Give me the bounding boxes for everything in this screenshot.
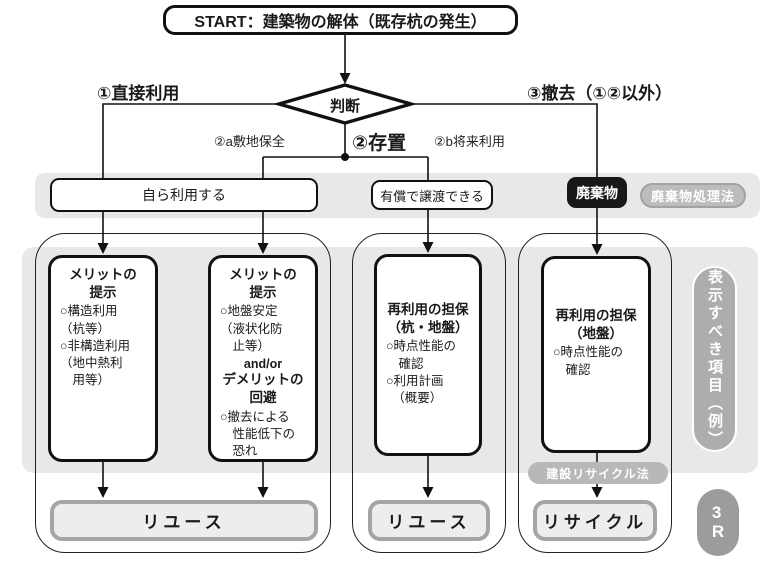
merit-demerit-box: メリットの 提示 ○地盤安定 （液状化防 止等） and/or デメリットの 回… bbox=[208, 255, 318, 462]
reuse-guarantee-pile-ground-box: 再利用の担保 （杭・地盤） ○時点性能の 確認 ○利用計画 （概要） bbox=[374, 254, 482, 456]
box2-heading-merit: メリットの 提示 bbox=[229, 267, 297, 301]
display-items-vertical-label: 表示すべき項目（例） bbox=[706, 269, 723, 449]
waste-disposal-law-badge: 廃棄物処理法 bbox=[640, 183, 746, 208]
box4-heading: 再利用の担保 （地盤） bbox=[555, 308, 637, 342]
self-use-node: 自ら利用する bbox=[50, 178, 318, 212]
outcome-reuse-2: リユース bbox=[368, 500, 490, 541]
box1-items: ○構造利用 （杭等） ○非構造利用 （地中熱利 用等） bbox=[60, 304, 131, 388]
construction-recycle-law-badge: 建設リサイクル法 bbox=[528, 462, 668, 484]
box4-items: ○時点性能の 確認 bbox=[553, 345, 624, 377]
outcome-recycle: リサイクル bbox=[533, 500, 657, 541]
box3-items: ○時点性能の 確認 ○利用計画 （概要） bbox=[386, 339, 457, 406]
box2-andor-label: and/or bbox=[243, 357, 283, 372]
group-direct-use bbox=[35, 233, 331, 553]
group-transfer bbox=[352, 233, 506, 553]
branch-2-leave-in-place-label: ②存置 bbox=[352, 133, 407, 154]
merit-structural-box: メリットの 提示 ○構造利用 （杭等） ○非構造利用 （地中熱利 用等） bbox=[48, 255, 158, 462]
reuse-guarantee-ground-box: 再利用の担保 （地盤） ○時点性能の 確認 bbox=[541, 256, 651, 453]
decision-diamond bbox=[272, 83, 418, 125]
waste-node: 廃棄物 bbox=[567, 177, 627, 208]
branch-1-direct-use-label: ①直接利用 bbox=[97, 84, 180, 103]
box3-heading: 再利用の担保 （杭・地盤） bbox=[387, 302, 469, 336]
arrowheads bbox=[97, 73, 603, 498]
box2-items-merit: ○地盤安定 （液状化防 止等） bbox=[220, 304, 283, 353]
box2-items-demerit: ○撤去による 性能低下の 恐れ bbox=[220, 409, 296, 459]
branch-2a-site-preservation-label: ②a敷地保全 bbox=[214, 134, 285, 149]
box2-heading-demerit: デメリットの 回避 bbox=[222, 372, 304, 406]
outcome-reuse-1: リユース bbox=[50, 500, 318, 541]
branch-3-removal-label: ③撤去（①②以外） bbox=[527, 84, 673, 103]
paid-transfer-node: 有償で譲渡できる bbox=[371, 180, 493, 210]
box1-heading: メリットの 提示 bbox=[69, 267, 137, 301]
group-waste bbox=[518, 233, 672, 553]
start-node: START：建築物の解体（既存杭の発生） bbox=[163, 5, 518, 35]
display-items-vertical-badge: 表示すべき項目（例） bbox=[692, 266, 737, 452]
branch-2b-future-use-label: ②b将来利用 bbox=[434, 134, 505, 149]
decision-label: 判断 bbox=[329, 98, 360, 115]
start-label: START：建築物の解体（既存杭の発生） bbox=[194, 14, 487, 31]
three-r-badge: 3 R bbox=[697, 489, 739, 556]
